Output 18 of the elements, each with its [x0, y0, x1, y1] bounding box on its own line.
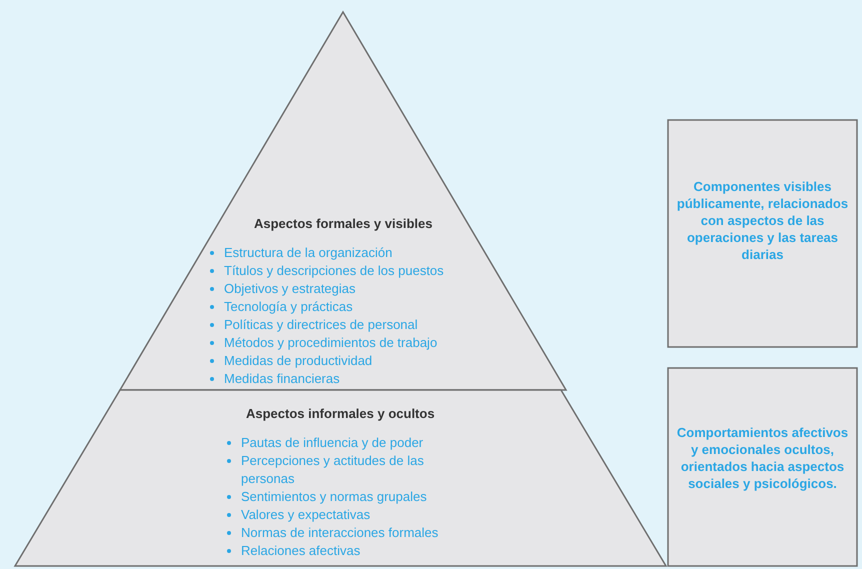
section-heading: Aspectos informales y ocultos	[246, 406, 435, 421]
bullet-item: Estructura de la organización	[208, 244, 508, 262]
bullet-item: Medidas financieras	[208, 370, 508, 388]
bullet-item: Sentimientos y normas grupales	[225, 488, 465, 506]
bullet-item: Normas de interacciones formales	[225, 524, 465, 542]
bullet-item: Pautas de influencia y de poder	[225, 434, 465, 452]
bullet-item: Títulos y descripciones de los puestos	[208, 262, 508, 280]
section-heading: Aspectos formales y visibles	[254, 216, 432, 231]
description-text: Comportamientos afectivos y emocionales ocultos, orientados hacia aspectos sociales y psicológicos.	[676, 424, 849, 492]
bullet-item: Percepciones y actitudes de las personas	[225, 452, 465, 488]
bullet-item: Políticas y directrices de personal	[208, 316, 508, 334]
bullet-item: Métodos y procedimientos de trabajo	[208, 334, 508, 352]
bullet-item: Relaciones afectivas	[225, 542, 465, 560]
bullet-item: Objetivos y estrategias	[208, 280, 508, 298]
description-text: Componentes visibles públicamente, relacionados con aspectos de las operaciones y las tareas diarias	[676, 178, 849, 263]
bullet-item: Valores y expectativas	[225, 506, 465, 524]
bullet-item: Tecnología y prácticas	[208, 298, 508, 316]
bullet-item: Medidas de productividad	[208, 352, 508, 370]
